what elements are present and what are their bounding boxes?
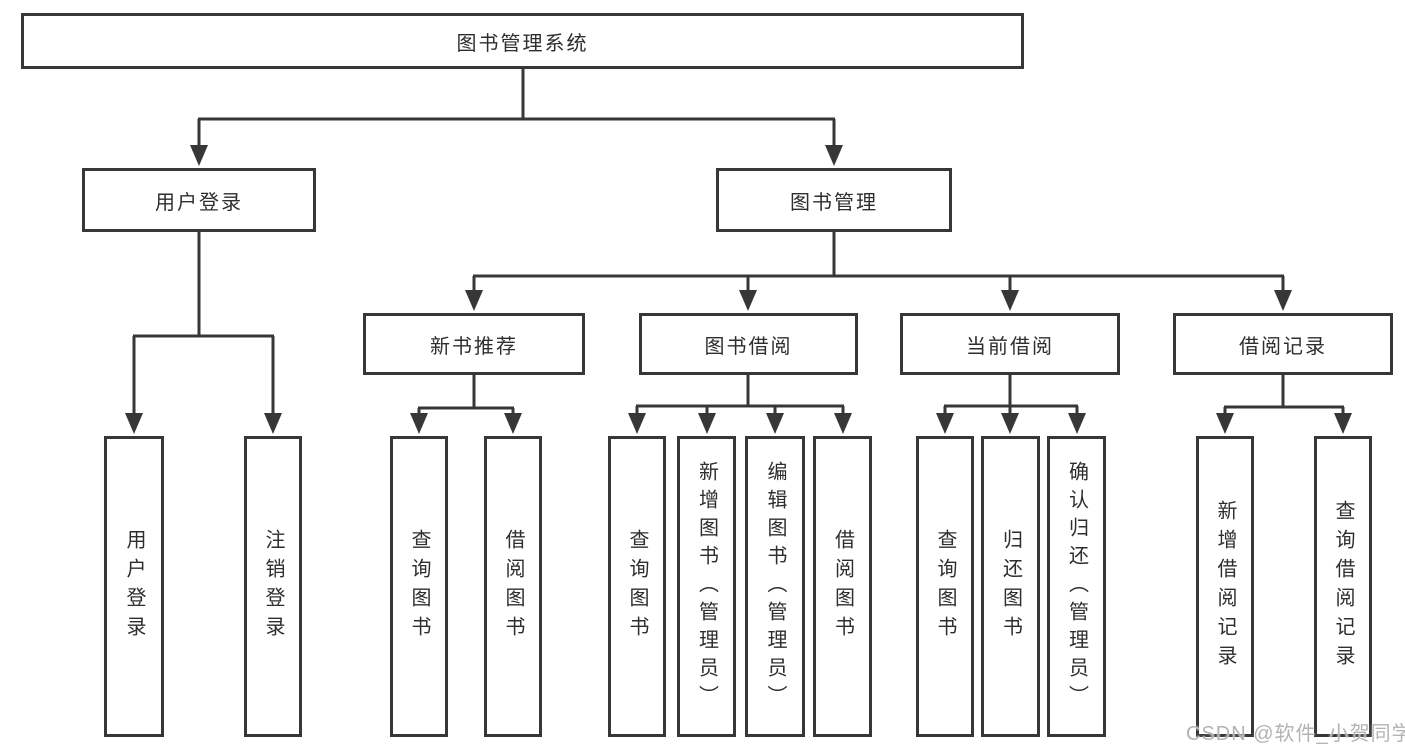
node-user-login: 用户登录 <box>82 168 316 232</box>
leaf-query-books-current: 查询图书 <box>916 436 974 737</box>
leaf-borrow-books: 借阅图书 <box>813 436 872 737</box>
leaf-add-borrow-record: 新增借阅记录 <box>1196 436 1254 737</box>
leaf-label: 编辑图书（管理员） <box>764 460 786 713</box>
node-borrowing-records: 借阅记录 <box>1173 313 1393 375</box>
leaf-query-borrow-record: 查询借阅记录 <box>1314 436 1372 737</box>
leaf-confirm-return-admin: 确认归还（管理员） <box>1047 436 1106 737</box>
leaf-return-books: 归还图书 <box>981 436 1040 737</box>
node-book-management: 图书管理 <box>716 168 952 232</box>
node-label: 新书推荐 <box>430 335 518 358</box>
leaf-label: 查询图书 <box>934 528 956 645</box>
node-new-book-recommendation: 新书推荐 <box>363 313 585 375</box>
node-library-management-system: 图书管理系统 <box>21 13 1024 69</box>
leaf-label: 新增借阅记录 <box>1214 499 1236 674</box>
csdn-watermark: CSDN @软件_小贺同学 <box>1186 723 1405 745</box>
leaf-label: 查询借阅记录 <box>1332 499 1354 674</box>
node-label: 当前借阅 <box>966 335 1054 358</box>
leaf-user-login: 用户登录 <box>104 436 164 737</box>
leaf-borrow-books-recommend: 借阅图书 <box>484 436 542 737</box>
leaf-label: 查询图书 <box>626 528 648 645</box>
leaf-logout: 注销登录 <box>244 436 302 737</box>
leaf-query-books-borrowing: 查询图书 <box>608 436 666 737</box>
leaf-label: 用户登录 <box>123 528 145 645</box>
node-label: 图书管理 <box>790 191 878 214</box>
leaf-label: 借阅图书 <box>502 528 524 645</box>
leaf-label: 新增图书（管理员） <box>695 460 718 713</box>
leaf-label: 借阅图书 <box>831 528 854 645</box>
leaf-label: 归还图书 <box>999 528 1022 645</box>
leaf-label: 查询图书 <box>408 528 430 645</box>
leaf-label: 注销登录 <box>262 528 284 645</box>
leaf-label: 确认归还（管理员） <box>1065 460 1088 713</box>
leaf-edit-books-admin: 编辑图书（管理员） <box>745 436 805 737</box>
node-label: 用户登录 <box>155 191 243 214</box>
leaf-add-books-admin: 新增图书（管理员） <box>677 436 736 737</box>
node-label: 借阅记录 <box>1239 335 1327 358</box>
leaf-query-books-recommend: 查询图书 <box>390 436 448 737</box>
node-label: 图书管理系统 <box>456 32 589 55</box>
node-label: 图书借阅 <box>704 335 793 358</box>
node-book-borrowing: 图书借阅 <box>639 313 858 375</box>
node-current-borrowing: 当前借阅 <box>900 313 1120 375</box>
